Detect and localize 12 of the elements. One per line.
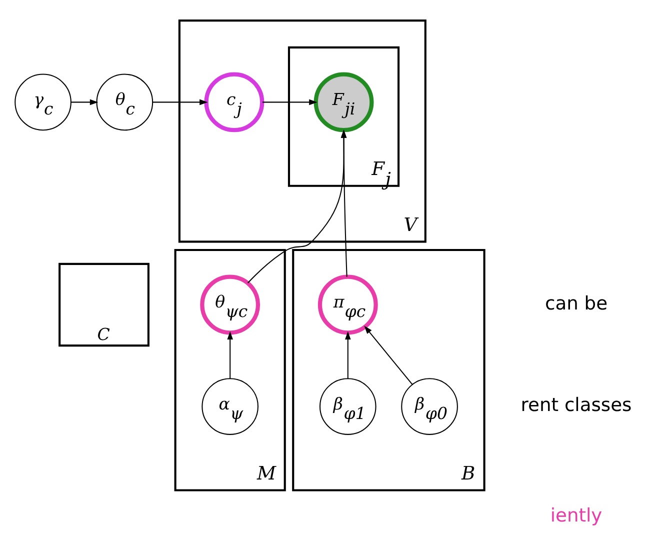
node-box: C	[58, 262, 149, 347]
arrow	[152, 99, 208, 106]
arrow	[262, 99, 317, 106]
arrow	[364, 326, 412, 385]
arrow	[70, 99, 98, 106]
label: can be	[544, 293, 608, 314]
arrow	[340, 130, 347, 277]
arrow	[344, 331, 350, 379]
label: iently	[550, 506, 602, 527]
arrow	[246, 130, 346, 284]
label: rent classes	[520, 395, 632, 416]
arrow	[226, 331, 232, 379]
